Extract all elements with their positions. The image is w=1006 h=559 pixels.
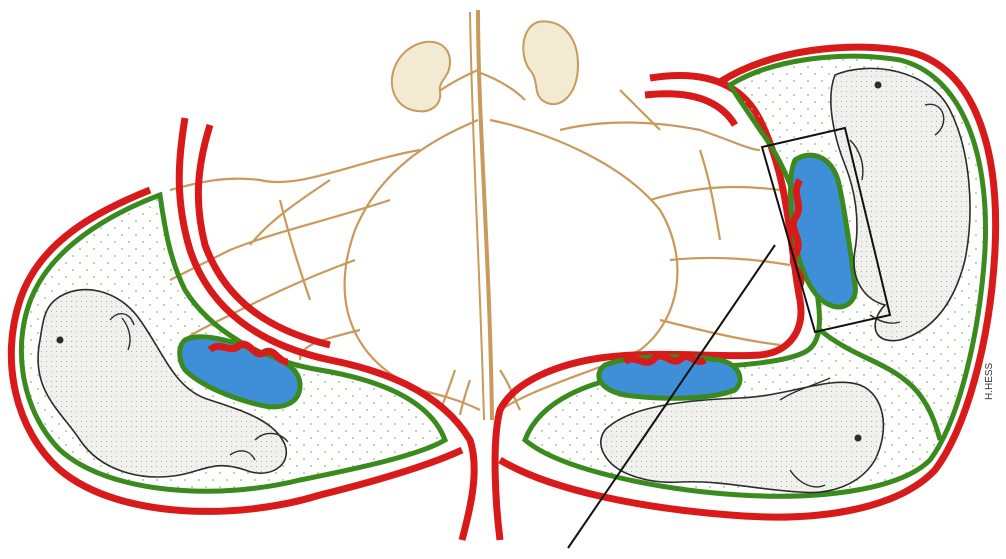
kidney-right <box>523 21 578 104</box>
kidney-icon <box>392 42 450 112</box>
placenta-right-lower <box>599 356 740 398</box>
kidney-icon <box>523 21 578 104</box>
artist-signature: H.HESS <box>984 362 995 400</box>
uterine-wall-mid-right <box>645 94 735 125</box>
left-uterine-horn <box>11 118 474 540</box>
kidney-left <box>392 42 450 112</box>
right-uterine-horn <box>495 47 996 540</box>
